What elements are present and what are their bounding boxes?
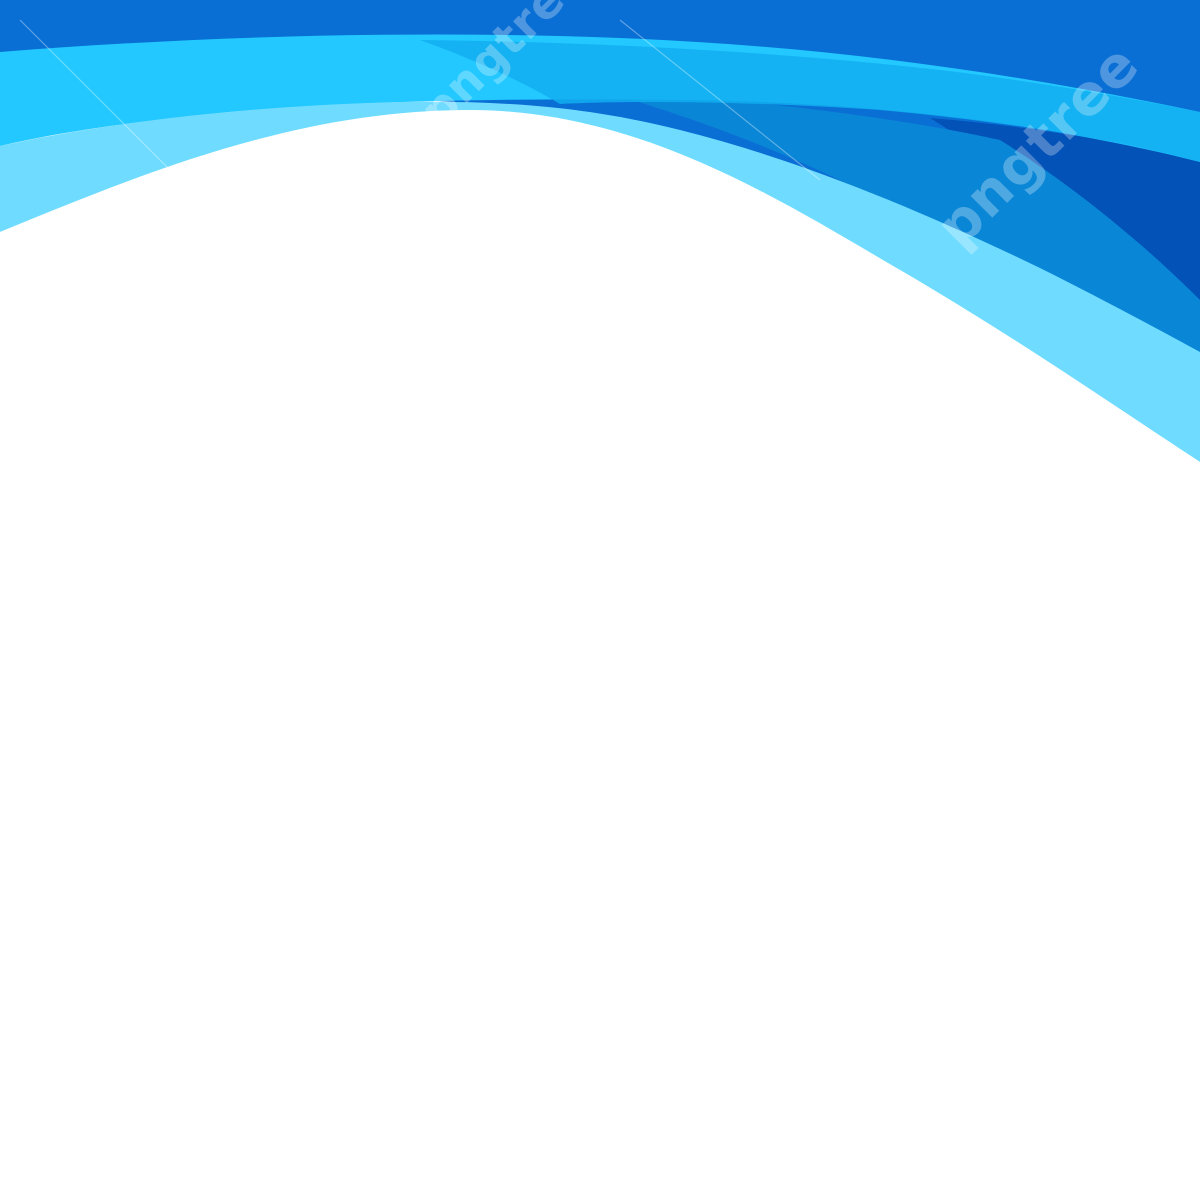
wave-mid-blue: [600, 90, 1200, 362]
highlight-line-mid: [619, 19, 821, 181]
wave-sky-overlay: [420, 40, 1200, 162]
wave-light-cyan: [0, 101, 1200, 462]
highlight-line-left: [19, 19, 171, 171]
wave-navy: [930, 118, 1200, 318]
white-content-area: [0, 110, 1200, 1200]
